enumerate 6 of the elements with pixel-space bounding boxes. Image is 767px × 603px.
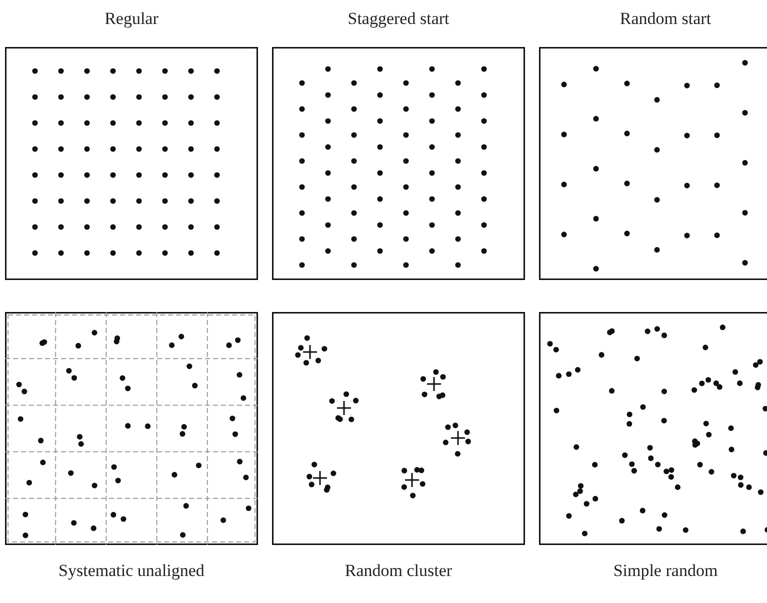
panel-title: Regular bbox=[104, 9, 158, 29]
panel-title: Simple random bbox=[613, 561, 718, 581]
panel-title: Random cluster bbox=[344, 561, 452, 581]
panel-title: Staggered start bbox=[348, 9, 450, 29]
panel-title: Random start bbox=[620, 9, 712, 29]
panel-title: Systematic unaligned bbox=[58, 561, 204, 581]
